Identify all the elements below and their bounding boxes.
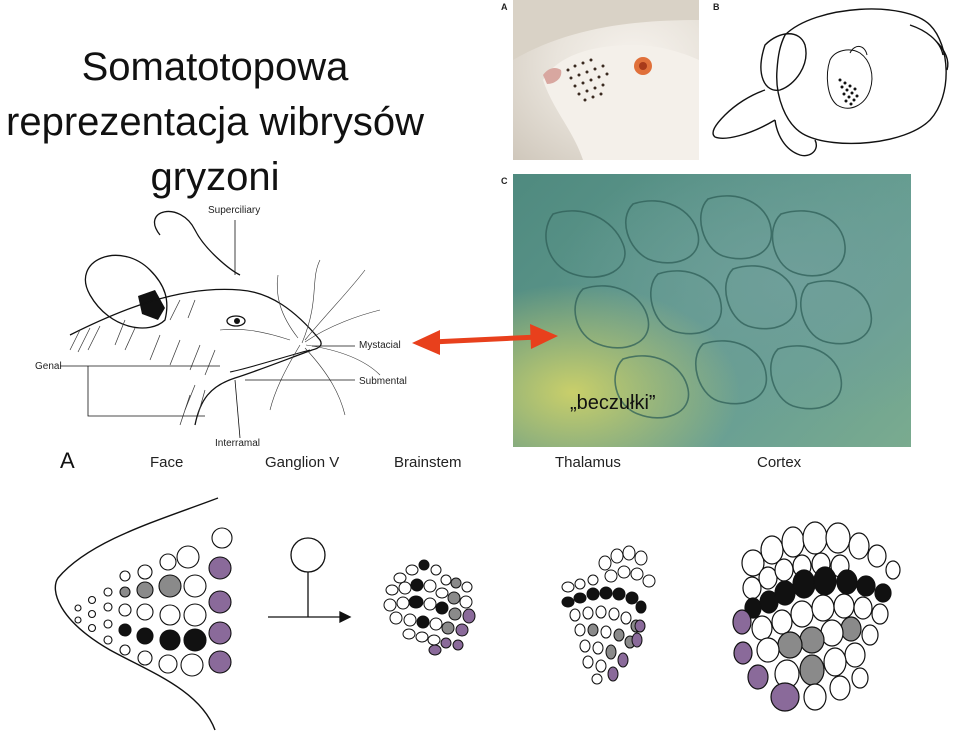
stage-brainstem: Brainstem — [394, 454, 462, 471]
figure-letter-a: A — [60, 448, 75, 473]
stage-ganglion: Ganglion V — [265, 454, 340, 471]
panel-letter-a: A — [501, 2, 508, 12]
rat-brain-drawing — [712, 8, 949, 157]
barrel-pattern — [545, 195, 873, 419]
double-arrow — [412, 324, 558, 355]
slide-title: Somatotopowa reprezentacja wibrysów gryz… — [0, 40, 430, 205]
panel-letter-c: C — [501, 176, 508, 186]
cortex-barrels — [732, 521, 901, 712]
title-line-3: gryzoni — [150, 155, 280, 199]
stage-cortex: Cortex — [757, 454, 802, 471]
title-line-2: reprezentacja wibrysów — [6, 100, 424, 144]
stage-thalamus: Thalamus — [555, 454, 621, 471]
title-line-1: Somatotopowa — [81, 45, 349, 89]
barrel-cortex-image — [513, 174, 911, 447]
barrels-label: „beczułki” — [570, 392, 656, 414]
ganglion-neuron — [268, 537, 352, 624]
rat-photo — [513, 0, 699, 160]
thalamus-barreloids — [561, 545, 656, 685]
whisker-pathway-diagram — [54, 497, 901, 731]
label-genal: Genal — [35, 361, 62, 372]
face-whisker-pads — [74, 527, 233, 677]
rat-head-drawing — [60, 210, 381, 439]
label-mystacial: Mystacial — [359, 340, 401, 351]
rat-photo-image — [513, 0, 699, 160]
label-submental: Submental — [359, 376, 407, 387]
snout-outline — [54, 497, 219, 731]
panel-letter-b: B — [713, 2, 720, 12]
brainstem-barrelettes — [383, 559, 476, 656]
stage-face: Face — [150, 454, 184, 471]
label-interramal: Interramal — [215, 438, 261, 449]
label-superciliary: Superciliary — [208, 205, 261, 216]
